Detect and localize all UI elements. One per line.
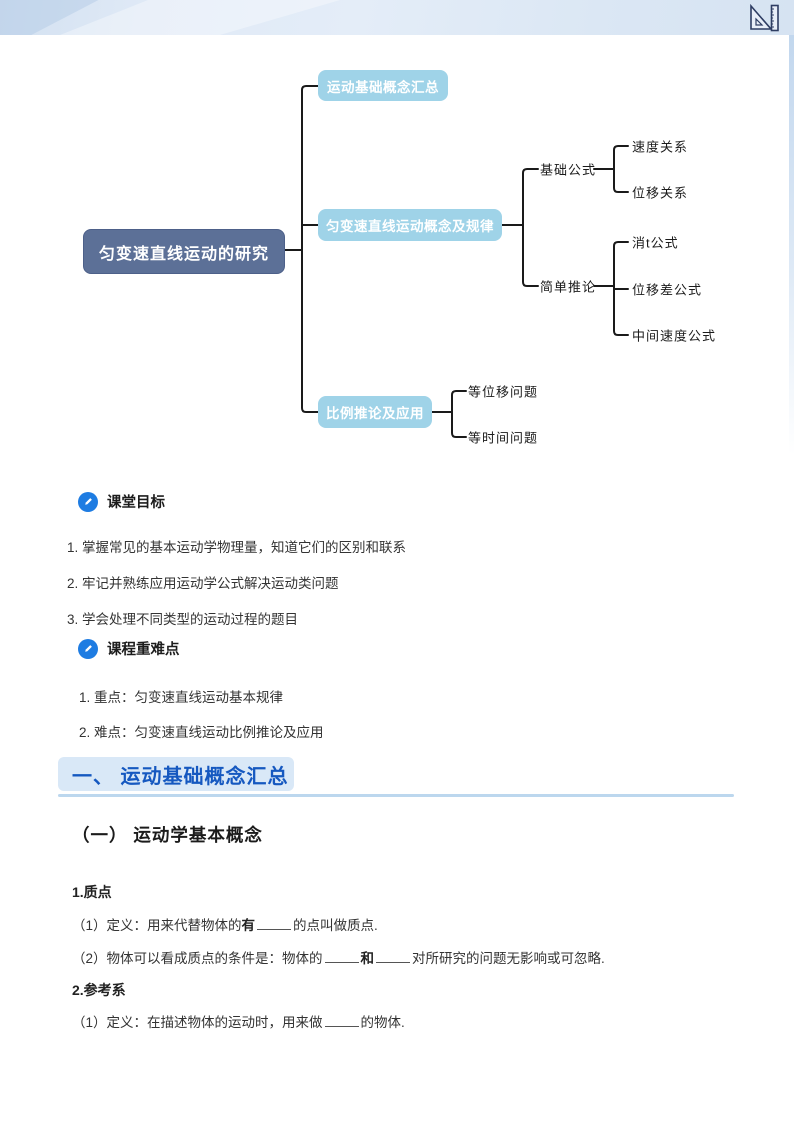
section-heading: 一、 运动基础概念汇总 — [58, 757, 294, 791]
mindmap-branch-node: 运动基础概念汇总 — [318, 70, 448, 101]
mindmap-subnode: 基础公式 — [540, 162, 597, 178]
goals-header: 课堂目标 — [78, 491, 165, 512]
condition-text: （2）物体可以看成质点的条件是：物体的 — [72, 951, 323, 966]
fill-in-blank — [257, 917, 292, 930]
mindmap-leaf: 消t公式 — [632, 235, 679, 251]
concept-heading: 1.质点 — [72, 884, 112, 900]
mindmap-branch-node: 比例推论及应用 — [318, 396, 432, 428]
mindmap-leaf: 等时间问题 — [468, 430, 539, 446]
condition-bold: 和 — [360, 951, 375, 966]
keypoint-item: 1. 重点：匀变速直线运动基本规律 — [79, 690, 284, 705]
concept-heading: 2.参考系 — [72, 982, 126, 998]
header-band — [0, 0, 794, 35]
definition-text: （1）定义：用来代替物体的 — [72, 918, 242, 933]
condition-line: （2）物体可以看成质点的条件是：物体的 和 对所研究的问题无影响或可忽略. — [72, 947, 605, 967]
mindmap-subnode: 简单推论 — [540, 279, 597, 295]
fill-in-blank — [324, 950, 359, 963]
mindmap: 匀变速直线运动的研究 运动基础概念汇总 匀变速直线运动概念及规律 比例推论及应用… — [0, 0, 794, 470]
mindmap-leaf: 位移关系 — [632, 185, 689, 201]
keypoint-item: 2. 难点：匀变速直线运动比例推论及应用 — [79, 725, 324, 740]
subsection-heading: （一） 运动学基本概念 — [72, 825, 263, 845]
fill-in-blank — [376, 950, 411, 963]
mindmap-leaf: 等位移问题 — [468, 384, 539, 400]
condition-text: 对所研究的问题无影响或可忽略. — [412, 951, 605, 966]
goal-item: 2. 牢记并熟练应用运动学公式解决运动类问题 — [67, 576, 339, 591]
definition-bold: 有 — [241, 918, 256, 933]
mindmap-leaf: 位移差公式 — [632, 282, 703, 298]
definition-line: （1）定义：在描述物体的运动时，用来做 的物体. — [72, 1011, 405, 1031]
definition-line: （1）定义：用来代替物体的有 的点叫做质点. — [72, 914, 378, 934]
goals-list: 1. 掌握常见的基本运动学物理量，知道它们的区别和联系 2. 牢记并熟练应用运动… — [67, 536, 406, 644]
mindmap-root-node: 匀变速直线运动的研究 — [83, 229, 285, 274]
definition-text: 的物体. — [360, 1015, 405, 1030]
keypoints-header: 课程重难点 — [78, 638, 180, 659]
pencil-circle-icon — [78, 491, 98, 512]
keypoints-list: 1. 重点：匀变速直线运动基本规律 2. 难点：匀变速直线运动比例推论及应用 — [79, 686, 324, 756]
mindmap-leaf: 中间速度公式 — [632, 328, 717, 344]
right-edge-accent — [789, 35, 794, 455]
goal-item: 3. 学会处理不同类型的运动过程的题目 — [67, 612, 299, 627]
pencil-circle-icon — [78, 638, 98, 659]
mindmap-connectors — [282, 85, 629, 438]
section-underline — [58, 794, 734, 797]
goals-title: 课堂目标 — [107, 495, 165, 511]
keypoints-title: 课程重难点 — [107, 642, 180, 658]
mindmap-branch-node: 匀变速直线运动概念及规律 — [318, 209, 502, 241]
set-square-ruler-icon — [750, 4, 779, 32]
goal-item: 1. 掌握常见的基本运动学物理量，知道它们的区别和联系 — [67, 540, 407, 555]
mindmap-leaf: 速度关系 — [632, 139, 689, 155]
fill-in-blank — [324, 1014, 359, 1027]
definition-text: 的点叫做质点. — [293, 918, 378, 933]
definition-text: （1）定义：在描述物体的运动时，用来做 — [72, 1015, 323, 1030]
